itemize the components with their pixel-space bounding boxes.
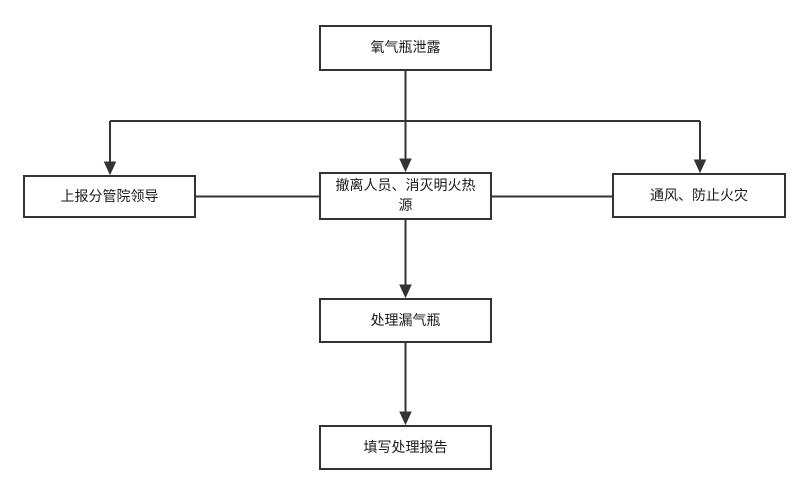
flow-node-report-leader: 上报分管院领导: [23, 175, 196, 218]
flow-node-handle-leaking-cylinder: 处理漏气瓶: [319, 298, 492, 343]
flow-node-fill-report-label: 填写处理报告: [363, 439, 448, 456]
flow-node-handle-leaking-cylinder-label: 处理漏气瓶: [370, 312, 441, 329]
flow-node-evacuate-personnel-label: 撤离人员、消灭明火热源: [335, 178, 476, 214]
arrowhead-report: [399, 411, 412, 426]
arrowhead-handle: [399, 284, 412, 299]
arrowhead-report-leader: [103, 161, 117, 176]
flow-node-oxygen-leak: 氧气瓶泄露: [319, 25, 492, 71]
flow-node-ventilate-prevent-fire: 通风、防止火灾: [612, 173, 786, 218]
flow-node-report-leader-label: 上报分管院领导: [60, 188, 159, 205]
flow-node-oxygen-leak-label: 氧气瓶泄露: [370, 40, 441, 56]
flow-node-fill-report: 填写处理报告: [319, 425, 492, 470]
flow-node-evacuate-personnel: 撤离人员、消灭明火热源: [319, 172, 492, 220]
flow-node-ventilate-prevent-fire-label: 通风、防止火灾: [650, 187, 748, 204]
arrowhead-ventilate: [693, 159, 707, 174]
arrowhead-evacuate: [399, 158, 412, 173]
